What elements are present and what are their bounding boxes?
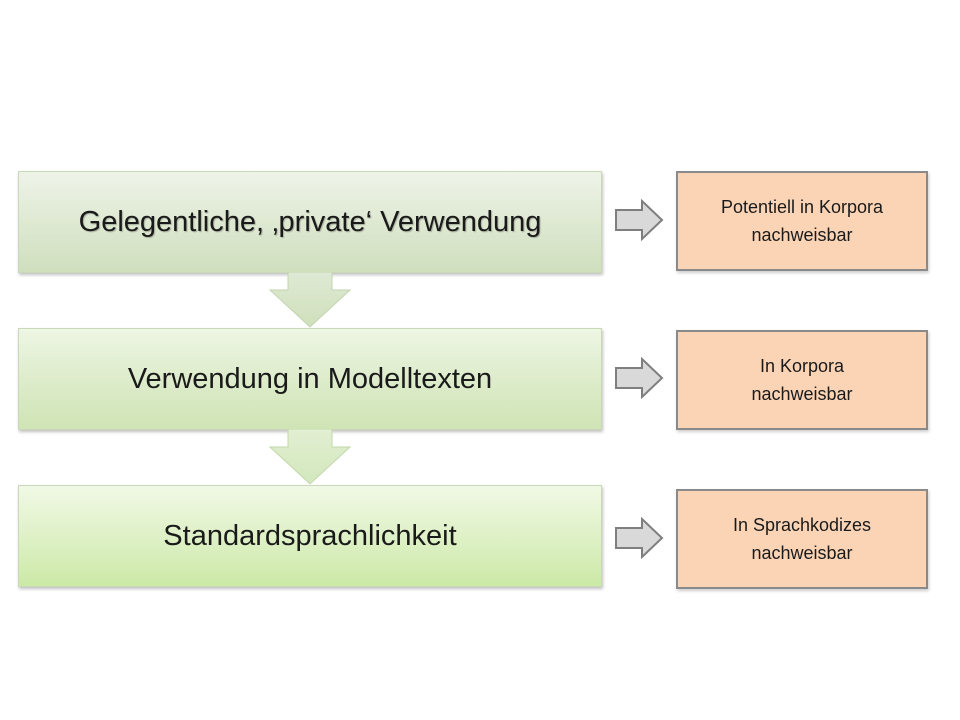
note-box-potentially-in-corpora: Potentiell in Korpora nachweisbar xyxy=(676,171,928,271)
right-arrow-icon xyxy=(615,517,664,559)
stage-label: Gelegentliche, ‚private‘ Verwendung xyxy=(78,205,542,238)
stage-label: Verwendung in Modelltexten xyxy=(127,362,493,395)
note-line: In Korpora xyxy=(759,356,845,376)
down-arrow-icon xyxy=(268,429,352,485)
note-line: nachweisbar xyxy=(751,384,853,404)
right-arrow-icon xyxy=(615,199,664,241)
note-line: nachweisbar xyxy=(751,225,853,245)
note-box-in-codices: In Sprachkodizes nachweisbar xyxy=(676,489,928,589)
note-line: Potentiell in Korpora xyxy=(720,197,884,217)
note-box-in-corpora: In Korpora nachweisbar xyxy=(676,330,928,430)
stage-box-model-texts: Verwendung in Modelltexten xyxy=(18,328,602,430)
stage-label: Standardsprachlichkeit xyxy=(163,519,457,552)
right-arrow-icon xyxy=(615,357,664,399)
note-line: In Sprachkodizes xyxy=(732,515,872,535)
stage-box-private-use: Gelegentliche, ‚private‘ Verwendung xyxy=(18,171,602,273)
stage-box-standard-language: Standardsprachlichkeit xyxy=(18,485,602,587)
down-arrow-icon xyxy=(268,272,352,328)
note-line: nachweisbar xyxy=(751,543,853,563)
